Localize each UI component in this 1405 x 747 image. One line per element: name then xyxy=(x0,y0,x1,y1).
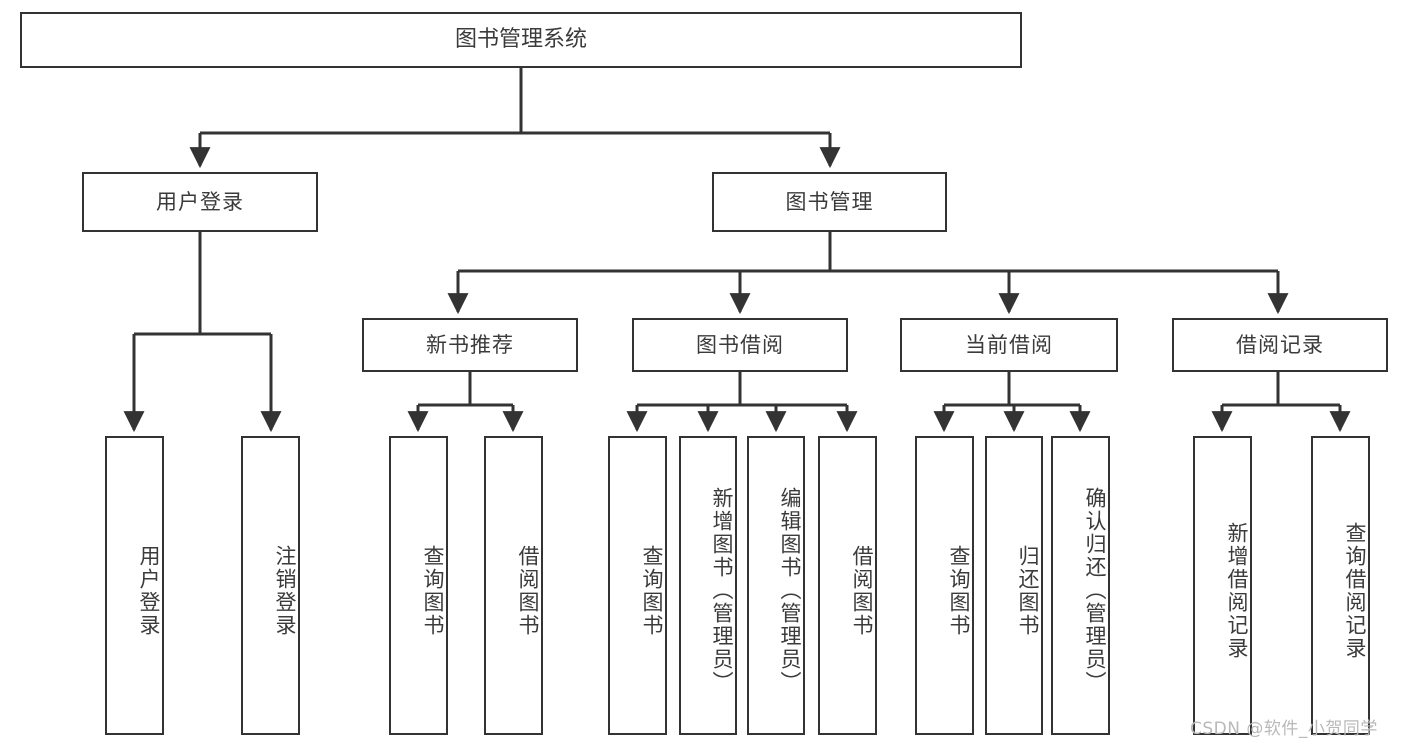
node-label: 确认归还（管理员） xyxy=(1083,487,1107,694)
node-book-borrow[interactable]: 图书借阅 xyxy=(632,318,848,372)
node-label: 用户登录 xyxy=(156,189,244,214)
leaf-new-book-borrow-books[interactable]: 借阅图书 xyxy=(484,436,543,735)
node-label: 当前借阅 xyxy=(965,332,1053,357)
node-label: 编辑图书（管理员） xyxy=(778,487,802,694)
node-borrow-records[interactable]: 借阅记录 xyxy=(1172,318,1388,372)
node-current-borrow[interactable]: 当前借阅 xyxy=(900,318,1118,372)
node-label: 查询图书 xyxy=(640,544,664,637)
csdn-watermark: CSDN @软件_小贺同学 xyxy=(1190,719,1378,739)
node-label: 注销登录 xyxy=(273,544,297,637)
leaf-new-book-query-books[interactable]: 查询图书 xyxy=(389,436,448,735)
leaf-book-borrow-borrow-books[interactable]: 借阅图书 xyxy=(818,436,877,735)
node-label: 新书推荐 xyxy=(426,332,514,357)
node-label: 用户登录 xyxy=(137,544,161,637)
leaf-user-login-logout[interactable]: 注销登录 xyxy=(241,436,300,735)
leaf-user-login-login[interactable]: 用户登录 xyxy=(105,436,164,735)
node-user-login[interactable]: 用户登录 xyxy=(82,172,318,232)
node-label: 归还图书 xyxy=(1016,544,1040,637)
leaf-borrow-records-query-record[interactable]: 查询借阅记录 xyxy=(1311,436,1370,735)
leaf-borrow-records-add-record[interactable]: 新增借阅记录 xyxy=(1193,436,1252,735)
leaf-current-borrow-query-books[interactable]: 查询图书 xyxy=(915,436,974,735)
node-label: 图书管理系统 xyxy=(454,27,587,53)
node-label: 查询借阅记录 xyxy=(1343,521,1367,660)
node-new-book-recommend[interactable]: 新书推荐 xyxy=(362,318,578,372)
node-label: 查询图书 xyxy=(421,544,445,637)
node-label: 图书借阅 xyxy=(696,332,784,357)
node-label: 新增借阅记录 xyxy=(1225,521,1249,660)
leaf-book-borrow-edit-book-admin[interactable]: 编辑图书（管理员） xyxy=(747,436,805,735)
node-label: 图书管理 xyxy=(785,189,874,214)
leaf-book-borrow-query-books[interactable]: 查询图书 xyxy=(608,436,667,735)
node-root-book-management-system[interactable]: 图书管理系统 xyxy=(20,12,1022,68)
node-label: 借阅图书 xyxy=(516,544,540,637)
leaf-book-borrow-add-book-admin[interactable]: 新增图书（管理员） xyxy=(679,436,737,735)
node-label: 借阅记录 xyxy=(1236,332,1324,357)
leaf-current-borrow-confirm-return-admin[interactable]: 确认归还（管理员） xyxy=(1051,436,1110,735)
node-label: 新增图书（管理员） xyxy=(710,487,734,694)
node-label: 借阅图书 xyxy=(850,544,874,637)
leaf-current-borrow-return-books[interactable]: 归还图书 xyxy=(985,436,1043,735)
node-book-management[interactable]: 图书管理 xyxy=(712,172,947,232)
node-label: 查询图书 xyxy=(947,544,971,637)
